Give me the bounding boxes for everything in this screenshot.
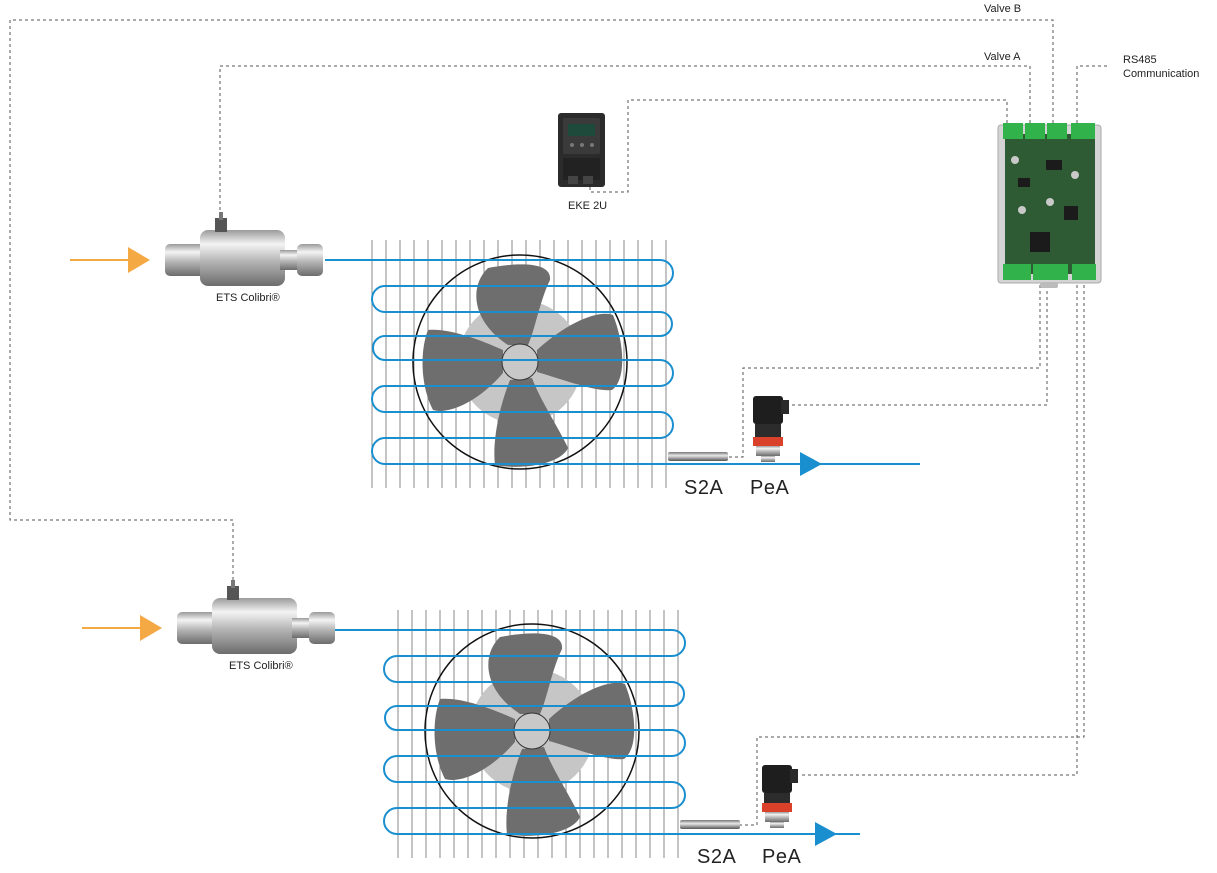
inlet-arrow-bottom (82, 615, 162, 641)
ets-valve-top (165, 212, 323, 286)
pea-bottom-label: PeA (762, 846, 802, 868)
pea-transmitter-top (753, 396, 789, 462)
valve-a-label: Valve A (984, 51, 1021, 63)
coil-tube-bottom (330, 629, 860, 835)
terminal-blocks-top (1003, 123, 1095, 139)
wire-pea-bottom (800, 285, 1078, 776)
outlet-arrow-bottom (815, 822, 837, 846)
wire-rs485 (1076, 65, 1110, 123)
evaporator-top (325, 240, 920, 488)
wire-valve-b (9, 19, 1054, 590)
s2a-sensor-bottom (680, 820, 740, 829)
rs485-label: RS485 (1123, 54, 1157, 66)
s2a-sensor-top (668, 452, 728, 461)
rs485-communication-label: Communication (1123, 68, 1200, 80)
eke-display-device (558, 113, 605, 187)
ets-valve-bottom (177, 580, 335, 654)
wire-valve-a (219, 65, 1031, 218)
controller-board (997, 123, 1102, 288)
wire-pea-top (790, 285, 1048, 406)
fan-top (412, 254, 628, 470)
pea-top-label: PeA (750, 477, 790, 499)
coil-tube-top (325, 259, 920, 465)
ets-valve-top-label: ETS Colibri® (216, 292, 280, 304)
wire-s2a-bottom (740, 285, 1085, 826)
eke-label: EKE 2U (568, 200, 608, 212)
inlet-arrow-top (70, 247, 150, 273)
outlet-arrow-top (800, 452, 822, 476)
fan-blades-top (422, 264, 623, 467)
wire-s2a-top (728, 285, 1041, 458)
evaporator-bottom (330, 610, 860, 858)
s2a-top-label: S2A (684, 477, 724, 499)
pea-transmitter-bottom (762, 765, 798, 828)
wiring (9, 19, 1110, 826)
wire-eke (589, 99, 1008, 193)
terminal-blocks-bottom (1003, 264, 1096, 280)
ets-valve-bottom-label: ETS Colibri® (229, 660, 293, 672)
fan-blades-bottom (434, 633, 635, 836)
s2a-bottom-label: S2A (697, 846, 737, 868)
valve-b-label: Valve B (984, 3, 1022, 15)
